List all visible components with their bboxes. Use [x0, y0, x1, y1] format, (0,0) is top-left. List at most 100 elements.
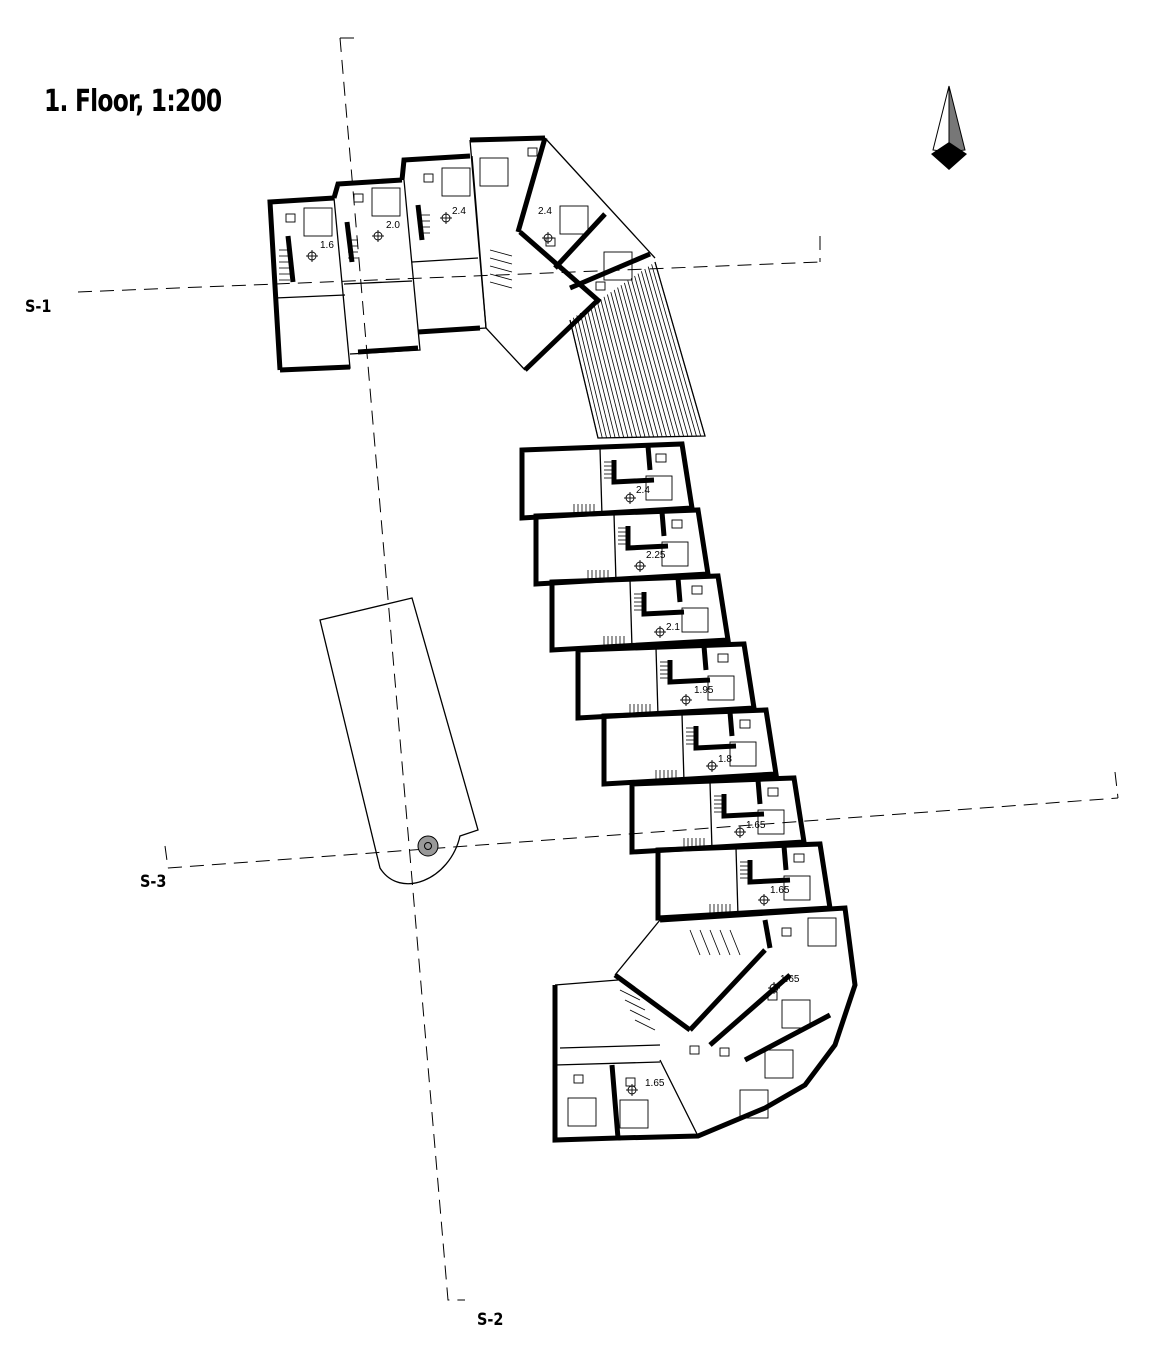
bridge-hatch-line	[569, 319, 599, 439]
level-label: 1.95	[694, 685, 714, 696]
bridge-hatch-line	[573, 317, 603, 439]
level-label: 2.4	[636, 485, 650, 496]
bridge-hatch-line	[634, 275, 680, 437]
desk-chair-icon	[573, 1074, 584, 1084]
middle-wing	[519, 441, 833, 921]
level-label: 1.6	[320, 240, 334, 251]
level-marker-icon	[440, 212, 452, 224]
rowhouse-unit	[533, 507, 711, 587]
staircase-icon	[619, 929, 741, 1031]
level-marker-icon	[306, 250, 318, 262]
level-marker-icon	[624, 492, 636, 504]
level-marker-icon	[734, 826, 746, 838]
section-line-s1	[77, 236, 821, 293]
bed-icon	[559, 205, 589, 235]
bridge-hatch-line	[637, 273, 684, 437]
bridge-hatch-line	[576, 315, 607, 438]
bridge-hatch-line	[630, 278, 676, 437]
section-line-s2	[339, 37, 465, 1301]
bed-icon	[645, 475, 673, 501]
bridge-hatch-line	[620, 285, 663, 437]
south-wing	[552, 905, 858, 1143]
north-wing	[267, 135, 656, 373]
bridge-hatch-line	[600, 299, 637, 438]
level-label: 1.65	[780, 974, 800, 985]
desk-chair-icon	[285, 213, 296, 223]
bridge-hatch-line	[627, 280, 672, 437]
section-label-s3: S-3	[140, 872, 167, 892]
desk-chair-icon	[717, 653, 729, 663]
bridge-hatch-line	[624, 282, 667, 437]
bed-icon	[783, 875, 811, 901]
desk-chair-icon	[353, 193, 364, 203]
bridge-hatch-line	[613, 289, 655, 438]
bed-icon	[757, 809, 785, 835]
rowhouse-unit	[575, 641, 757, 721]
bed-icon	[781, 999, 811, 1029]
north-arrow-icon	[931, 85, 967, 170]
rowhouse-unit	[601, 707, 779, 787]
desk-chair-icon	[739, 719, 751, 729]
level-marker-icon	[758, 894, 770, 906]
bridge-hatch-line	[607, 294, 646, 438]
level-label: 2.0	[386, 220, 400, 231]
staircase-icon	[587, 527, 628, 581]
desk-chair-icon	[655, 453, 667, 463]
desk-chair-icon	[625, 1077, 636, 1087]
staircase-icon	[629, 661, 670, 715]
bridge-hatch-line	[610, 292, 650, 438]
bed-icon	[479, 157, 509, 187]
bridge-hatch-line	[647, 266, 697, 437]
level-marker-icon	[768, 982, 780, 994]
level-label: 1.8	[718, 754, 732, 765]
level-label: 1.65	[746, 820, 766, 831]
bridge-hatch-line	[654, 261, 706, 437]
section-line-s3	[164, 771, 1119, 869]
level-marker-icon	[634, 560, 646, 572]
level-label: 2.4	[452, 206, 466, 217]
plaza-outline	[319, 597, 479, 885]
desk-chair-icon	[595, 281, 606, 291]
staircase-icon	[655, 727, 696, 781]
bed-icon	[303, 207, 333, 237]
desk-chair-icon	[527, 147, 538, 157]
bed-icon	[681, 607, 709, 633]
bed-icon	[619, 1099, 649, 1129]
column-icon	[417, 835, 439, 857]
bed-icon	[567, 1097, 597, 1127]
bridge-hatch-line	[641, 271, 689, 437]
level-label: 1.65	[645, 1078, 665, 1089]
bed-icon	[807, 917, 837, 947]
level-label: 2.4	[538, 206, 552, 217]
bridge	[569, 261, 706, 439]
level-label: 2.25	[646, 550, 666, 561]
desk-chair-icon	[781, 927, 792, 937]
bridge-hatch-line	[579, 312, 612, 438]
bridge-hatch-line	[617, 287, 659, 437]
bed-icon	[764, 1049, 794, 1079]
bed-icon	[729, 741, 757, 767]
desk-chair-icon	[689, 1045, 700, 1055]
bridge-hatch-line	[644, 268, 693, 437]
staircase-icon	[683, 795, 724, 849]
level-marker-icon	[542, 232, 554, 244]
bridge-hatch-line	[651, 264, 702, 437]
bridge-hatch-line	[603, 296, 642, 438]
bridge-hatch-line	[590, 305, 625, 438]
rowhouse-unit	[549, 573, 731, 653]
rowhouse-unit	[655, 841, 833, 921]
level-marker-icon	[372, 230, 384, 242]
rowhouse-unit	[519, 441, 695, 521]
bed-icon	[371, 187, 401, 217]
plan-title: 1. Floor, 1:200	[44, 84, 222, 119]
level-marker-icon	[706, 760, 718, 772]
bridge-hatch-line	[596, 301, 633, 438]
staircase-icon	[279, 214, 513, 289]
bed-icon	[739, 1089, 769, 1119]
section-label-s1: S-1	[25, 297, 52, 317]
bed-icon	[661, 541, 689, 567]
desk-chair-icon	[719, 1047, 730, 1057]
bridge-hatch-line	[593, 303, 629, 438]
desk-chair-icon	[767, 787, 779, 797]
